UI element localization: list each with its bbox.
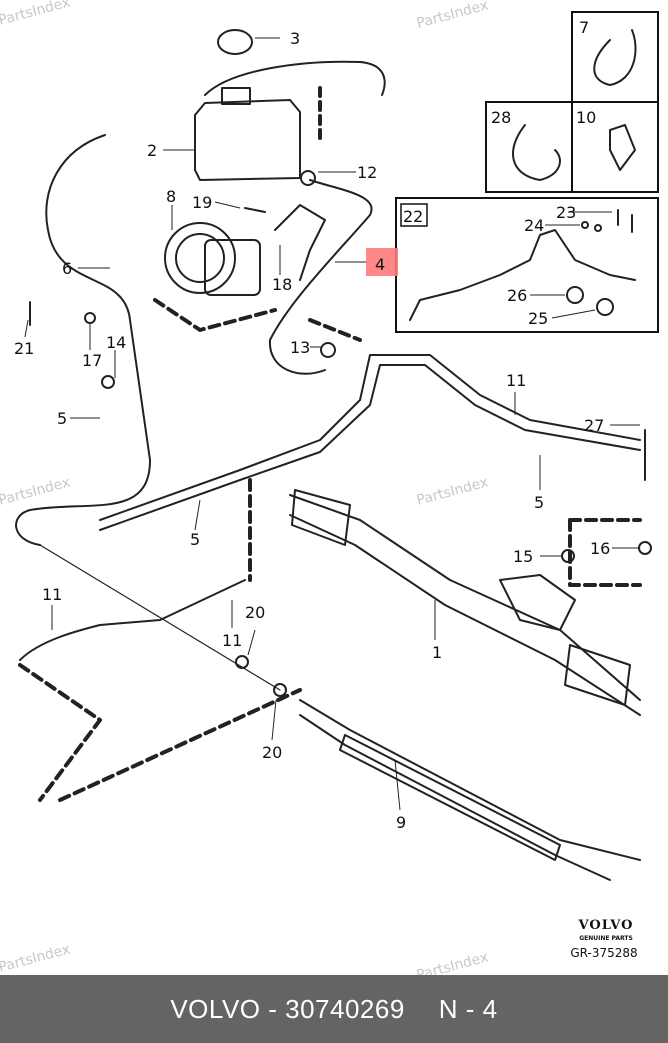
callout-9[interactable]: 9 [396, 813, 406, 832]
steering-rack-bottom [289, 514, 641, 716]
footer-position: N - 4 [438, 993, 498, 1024]
callout-20[interactable]: 20 [245, 603, 265, 622]
reservoir-cap [217, 29, 253, 55]
brand-block: VOLVO GENUINE PARTS GR-375288 [570, 918, 637, 960]
callout-12[interactable]: 12 [357, 163, 377, 182]
return-hose-top [204, 60, 386, 96]
watermark: PartsIndex [415, 0, 490, 32]
inset-box-10 [571, 101, 659, 193]
callout-25[interactable]: 25 [528, 309, 548, 328]
cooler-pipe-bottom [299, 714, 611, 881]
washer-16 [638, 541, 652, 555]
callout-6[interactable]: 6 [62, 259, 72, 278]
callout-7[interactable]: 7 [579, 18, 589, 37]
steering-rack-top [289, 494, 641, 701]
watermark: PartsIndex [0, 0, 72, 29]
volvo-logo: VOLVO [578, 918, 634, 933]
genuine-parts-tagline: GENUINE PARTS [579, 935, 633, 942]
clamp-28 [512, 124, 561, 181]
callout-27[interactable]: 27 [584, 416, 604, 435]
callout-21[interactable]: 21 [14, 339, 34, 358]
callout-16[interactable]: 16 [590, 539, 610, 558]
bracket-18 [274, 204, 326, 281]
callout-13[interactable]: 13 [290, 338, 310, 357]
cooler-pipe-top [299, 699, 641, 861]
callout-5[interactable]: 5 [534, 493, 544, 512]
callout-11[interactable]: 11 [506, 371, 526, 390]
highlight-part-4 [366, 248, 398, 276]
clamp-20 [273, 683, 287, 697]
pipe-11-left [19, 579, 246, 661]
callout-4-highlighted[interactable]: 4 [375, 255, 385, 274]
footer-part-number: VOLVO - 30740269 [170, 993, 405, 1024]
cooler-9 [339, 734, 561, 861]
pipe-22 [409, 229, 636, 321]
reservoir [194, 99, 301, 181]
clamp-25 [596, 298, 614, 316]
callout-19[interactable]: 19 [192, 193, 212, 212]
callout-5[interactable]: 5 [57, 409, 67, 428]
callout-15[interactable]: 15 [513, 547, 533, 566]
callout-18[interactable]: 18 [272, 275, 292, 294]
cable-tie [593, 29, 637, 86]
callout-10[interactable]: 10 [576, 108, 596, 127]
clamp-12 [300, 170, 316, 186]
watermark: PartsIndex [415, 474, 490, 508]
callout-24[interactable]: 24 [524, 216, 544, 235]
nut-24 [581, 221, 589, 229]
callout-22[interactable]: 22 [403, 207, 423, 226]
callout-28[interactable]: 28 [491, 108, 511, 127]
leader-lines [24, 37, 640, 811]
callouts: 1 2 3 4 5 5 5 6 7 8 9 10 11 11 11 12 13 … [14, 18, 610, 832]
watermark: PartsIndex [0, 474, 72, 508]
callout-23[interactable]: 23 [556, 203, 576, 222]
clamp-13 [320, 342, 336, 358]
callout-20[interactable]: 20 [262, 743, 282, 762]
watermark: PartsIndex [0, 941, 72, 975]
pump-body [204, 239, 261, 296]
footer-bar: VOLVO - 30740269 N - 4 [0, 975, 668, 1043]
inset-label-box-22 [400, 203, 428, 227]
clamp-26 [566, 286, 584, 304]
callout-14[interactable]: 14 [106, 333, 126, 352]
callout-8[interactable]: 8 [166, 187, 176, 206]
watermarks: PartsIndex PartsIndex PartsIndex PartsIn… [0, 0, 490, 975]
callout-11[interactable]: 11 [42, 585, 62, 604]
pipe-11-top [99, 354, 641, 521]
dashed-connection [153, 298, 277, 332]
inset-boxes [395, 11, 659, 333]
pump-pulley [164, 222, 236, 294]
clamp-14 [101, 375, 115, 389]
boot-left [291, 489, 351, 546]
rack-valve-housing [499, 574, 576, 631]
callout-26[interactable]: 26 [507, 286, 527, 305]
parts-diagram: PartsIndex PartsIndex PartsIndex PartsIn… [0, 0, 659, 975]
diagram-code: GR-375288 [570, 946, 637, 960]
clip-10 [609, 124, 636, 171]
dashed-connection [568, 518, 642, 587]
hose-6 [15, 134, 151, 546]
dashed-connection [58, 688, 302, 802]
washer-17 [84, 312, 96, 324]
bolts-23 [617, 209, 633, 233]
pump-pulley-inner [175, 233, 225, 283]
dashed-connection [18, 663, 102, 802]
pressure-hose-4 [268, 179, 373, 375]
callout-1[interactable]: 1 [432, 643, 442, 662]
bolt-19 [244, 207, 266, 213]
line-art [15, 29, 652, 881]
clamp-20 [235, 655, 249, 669]
callout-2[interactable]: 2 [147, 141, 157, 160]
watermark: PartsIndex [415, 949, 490, 975]
boot-right [564, 644, 631, 706]
reservoir-neck [221, 87, 251, 105]
pipe-11-bottom [99, 364, 641, 531]
nut-24 [594, 224, 602, 232]
callout-5[interactable]: 5 [190, 530, 200, 549]
leader-line [39, 544, 281, 691]
callout-17[interactable]: 17 [82, 351, 102, 370]
callout-3[interactable]: 3 [290, 29, 300, 48]
dashed-connection [308, 318, 362, 342]
callout-11[interactable]: 11 [222, 631, 242, 650]
